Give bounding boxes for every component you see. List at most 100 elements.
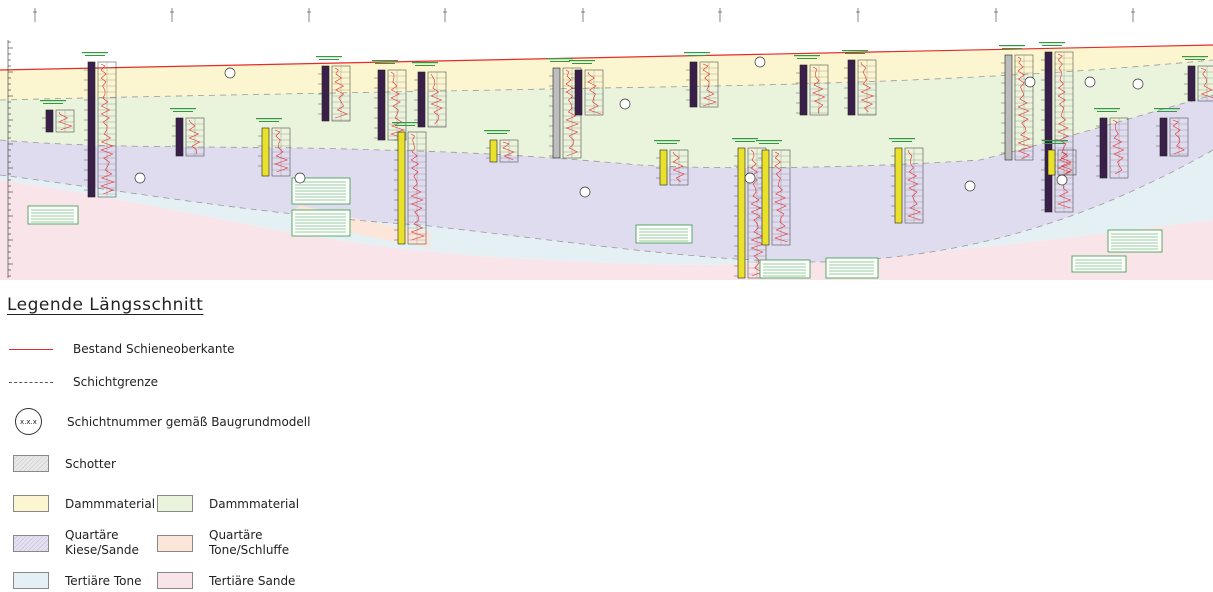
info-box [27, 205, 79, 225]
legend-item-damm-gruen: Dammmaterial [157, 495, 299, 512]
heading-mark [392, 122, 418, 124]
heading-mark [794, 55, 820, 57]
borehole [256, 118, 291, 177]
heading-mark [316, 56, 342, 58]
sounding-curve [502, 141, 515, 161]
borehole [40, 100, 75, 133]
borehole [1154, 108, 1189, 157]
layer-number-circle [1056, 174, 1068, 186]
heading-mark [654, 140, 680, 142]
sounding-curve [334, 67, 348, 119]
info-box [291, 177, 351, 205]
legend: Legende Längsschnitt Bestand Schieneober… [0, 280, 1213, 592]
heading-mark [797, 58, 817, 59]
heading-mark [412, 62, 438, 64]
heading-mark [1094, 108, 1120, 110]
longitudinal-section-drawing [0, 8, 1213, 280]
sounding-curve [907, 149, 922, 221]
sounding-curve [1112, 119, 1125, 175]
borehole-column [1159, 117, 1168, 157]
heading-mark [1154, 108, 1180, 110]
heading-mark [484, 130, 510, 132]
heading-mark [547, 58, 573, 60]
borehole [654, 140, 689, 186]
layer-number-circle [294, 172, 306, 184]
borehole [392, 122, 427, 245]
layer-number-circle [1024, 76, 1036, 88]
borehole [82, 52, 117, 198]
sounding-curve [430, 73, 443, 125]
borehole-column [847, 59, 856, 116]
borehole-column [552, 67, 561, 159]
sounding-curve [1200, 67, 1213, 98]
heading-mark [1097, 111, 1117, 112]
borehole-column [1187, 65, 1196, 102]
sounding-curve [1017, 56, 1032, 160]
legend-item-layer-boundary: Schichtgrenze [9, 375, 158, 389]
borehole [842, 50, 877, 116]
legend-item-quartaer-kies: Quartäre Kiese/Sande [13, 528, 139, 558]
borehole-column [1004, 54, 1013, 161]
borehole-column [737, 147, 746, 279]
depth-scale-ticks [8, 41, 13, 277]
legend-label: Schotter [65, 456, 116, 471]
layer-number-circle [964, 180, 976, 192]
borehole-column [397, 131, 406, 245]
info-box [825, 257, 879, 279]
layer-number-circle [224, 67, 236, 79]
swatch-schotter [13, 455, 49, 472]
heading-mark [756, 140, 782, 142]
heading-mark [657, 143, 677, 144]
sounding-curve [390, 71, 405, 139]
borehole [684, 52, 719, 108]
info-boxes [27, 177, 1163, 279]
heading-mark [372, 60, 398, 62]
borehole-column [87, 61, 96, 198]
heading-mark [40, 100, 66, 102]
info-box [759, 259, 811, 279]
layer-number-circle [134, 172, 146, 184]
legend-item-tertiaer-sand: Tertiäre Sande [157, 572, 295, 589]
legend-label: Quartäre Kiese/Sande [65, 528, 139, 557]
layer-quartaere-kiese [0, 95, 1213, 262]
heading-mark [684, 52, 710, 54]
heading-mark [85, 55, 105, 56]
layer-dammmaterial-gelb [0, 45, 1213, 100]
swatch-quartaer-kies [13, 534, 49, 552]
heading-mark [256, 118, 282, 120]
heading-mark [845, 53, 865, 54]
layer-number-circle [744, 172, 756, 184]
legend-label: Dammmaterial [65, 496, 156, 511]
heading-mark [319, 59, 339, 60]
heading-mark [1002, 48, 1022, 49]
heading-mark [892, 141, 912, 142]
borehole [316, 56, 351, 122]
heading-mark [732, 138, 758, 140]
layer-number-circle [619, 98, 631, 110]
layer-number-circle [1084, 76, 1096, 88]
borehole-column [1099, 117, 1108, 179]
heading-mark [395, 125, 415, 126]
borehole-column [321, 65, 330, 122]
legend-item-quartaer-ton: Quartäre Tone/Schluffe [157, 528, 289, 558]
info-box-frame [1107, 229, 1163, 253]
dashed-line-symbol [9, 381, 53, 383]
heading-mark [1042, 140, 1068, 142]
legend-label: Tertiäre Sande [209, 573, 296, 588]
sounding-curve [672, 151, 685, 183]
borehole-column [1044, 51, 1053, 213]
swatch-tertiaer-sand [157, 572, 193, 589]
info-box-frame [635, 224, 693, 244]
borehole-column [574, 69, 583, 116]
sounding-curve [58, 111, 73, 131]
borehole [170, 108, 205, 157]
legend-label: Tertiäre Tone [65, 573, 142, 588]
borehole [372, 60, 407, 141]
layer-number-circle-symbol: x.x.x [15, 408, 42, 435]
borehole-column [659, 149, 668, 186]
borehole-column [1047, 149, 1056, 176]
sounding-curve [1172, 119, 1185, 155]
sounding-curve [860, 61, 875, 113]
heading-mark [569, 60, 595, 62]
legend-item-rail-line: Bestand Schieneoberkante [9, 342, 235, 356]
